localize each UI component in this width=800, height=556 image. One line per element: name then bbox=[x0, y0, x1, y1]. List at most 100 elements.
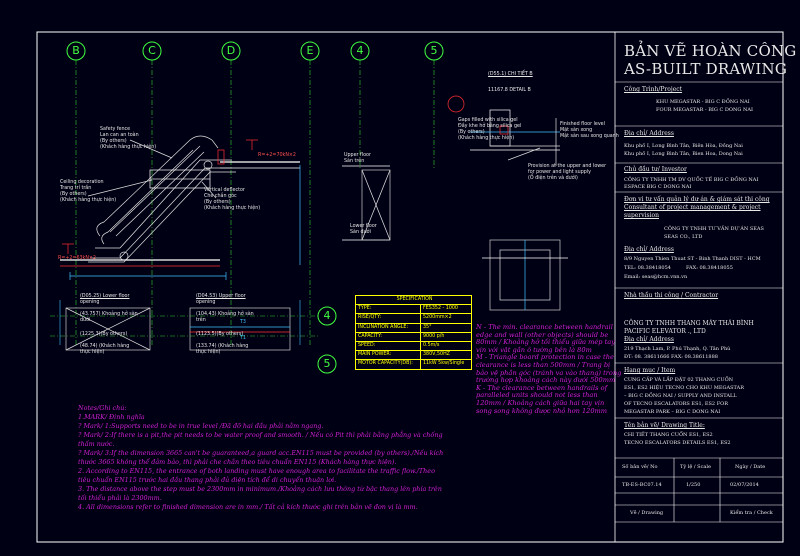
contractor-address-heading: Địa chỉ/ Address bbox=[624, 336, 674, 343]
label-t1: T1 bbox=[240, 336, 246, 341]
spec-row: MOTOR CAPACITY(DB):11kW 5kw/Single bbox=[356, 360, 471, 369]
notes-line: thấm nước. bbox=[78, 440, 115, 448]
grid-label-b: B bbox=[72, 44, 80, 57]
notes-line: tiêu chuẩn EN115 trước hai đầu thang phả… bbox=[78, 476, 337, 484]
contractor-line-1: CÔNG TY TNHH THANG MÁY THÁI BÌNH bbox=[624, 320, 754, 327]
title-block-lines bbox=[615, 81, 783, 523]
label-ceiling-decoration: Ceiling decoration bbox=[60, 180, 104, 185]
label-vertical-deflector-vi: Che chắn góc bbox=[204, 194, 237, 199]
title-vi: BẢN VẼ HOÀN CÔNG bbox=[624, 42, 797, 60]
label-lower-o2: (1225.3)(By others) bbox=[80, 332, 128, 337]
clearance-note-line: clearance is less than 500mm / Trang bị bbox=[476, 360, 611, 369]
spec-value: 35° bbox=[423, 324, 432, 330]
contractor-heading: Nhà thầu thi công / Contractor bbox=[624, 292, 719, 299]
escalator-elevation bbox=[60, 135, 301, 280]
label-ceiling-decoration-vi: Trang trí trần bbox=[60, 186, 92, 191]
plan-upper-opening bbox=[189, 307, 291, 351]
spec-value: 5200mm×2 bbox=[423, 315, 452, 321]
item-line-2: ES1, ES2 HIỆU TECNO CHO KHU MEGASTAR bbox=[624, 385, 744, 391]
label-floor-level: Finished floor level bbox=[560, 122, 605, 127]
plan-lower-opening bbox=[65, 307, 151, 351]
checked-by-label: Kiểm tra / Check bbox=[730, 510, 773, 516]
label-provision: Provision at the upper and lower bbox=[528, 164, 607, 169]
clearance-note-line: song song không được nhỏ hơn 120mm bbox=[476, 406, 608, 415]
drawing-no-value: TB-ES-BC07.14 bbox=[622, 482, 662, 488]
label-floor-level-vi: Mặt sàn xong bbox=[560, 128, 593, 133]
drawing-no-header: Số bản vẽ/ No bbox=[622, 464, 658, 470]
label-by-others-vi-2: (Khách hàng thực hiện) bbox=[60, 198, 117, 203]
label-upper-opening-2: opening bbox=[196, 300, 216, 305]
spec-key: RISE/QTY: bbox=[356, 314, 421, 323]
grid-label-row-5: 5 bbox=[323, 357, 331, 370]
item-line-5: MEGASTAR PARK – BIG C DONG NAI bbox=[624, 409, 721, 415]
clearance-note-line: M - Triangle board protection in case th… bbox=[476, 353, 614, 362]
title-block-frame bbox=[614, 31, 784, 543]
consultant-address: 8/9 Nguyen Thien Thuat ST - Binh Thanh D… bbox=[624, 256, 761, 262]
date-header: Ngày / Date bbox=[735, 464, 766, 470]
consultant-line-2: SEAS CO., LTD bbox=[664, 234, 703, 240]
label-lower-floor: Lower floor bbox=[350, 224, 377, 229]
grid-label-5: 5 bbox=[430, 44, 438, 57]
notes-line: ? Mark/ 1:Supports need to be in true le… bbox=[78, 422, 324, 430]
label-t3: T3 bbox=[240, 320, 246, 325]
item-line-4: OF TECNO ESCALATORS ES1, ES2 FOR bbox=[624, 401, 729, 407]
spec-value: 380V,50HZ bbox=[423, 352, 450, 358]
consultant-address-heading: Địa chỉ/ Address bbox=[624, 246, 674, 253]
label-lower-floor-vi: Sàn dưới bbox=[350, 230, 371, 235]
label-upper-o3: (133.74) (Khách hàng bbox=[196, 344, 249, 349]
spec-row: SPEED:0.5m/s bbox=[356, 341, 471, 352]
clearance-note-line: edge and wall (other objects) should be bbox=[476, 330, 609, 339]
label-pit-bottom: Mặt sàn sau xong quanh bbox=[560, 134, 619, 139]
spec-value: 11kW 5kw/Single bbox=[423, 361, 465, 367]
label-upper-floor: Upper floor bbox=[344, 153, 371, 158]
consultant-line-1: CÔNG TY TNHH TƯ VẤN DỰ ÁN SEAS bbox=[664, 226, 764, 232]
clearance-note-line: 80mm / Khoảng hở tối thiểu giữa mép tay bbox=[476, 338, 615, 347]
investor-line-1: CÔNG TY TNHH TM DV QUỐC TẾ BIG C ĐỒNG NA… bbox=[624, 177, 759, 183]
notes-heading: Notes/Ghi chú: bbox=[78, 404, 127, 412]
label-upper-o1: (104.43) Khoảng hở sàn bbox=[196, 312, 254, 317]
spec-row: MAIN POWER:380V,50HZ bbox=[356, 351, 471, 361]
label-detail-b: 11167.8 DETAIL B bbox=[488, 88, 531, 93]
label-by-others-2: (By others) bbox=[60, 192, 87, 197]
consultant-heading-1: Đơn vị tư vấn quản lý dự án & giám sát t… bbox=[624, 196, 770, 203]
consultant-fax: FAX: 08.38418055 bbox=[686, 265, 733, 271]
spec-row: INCLINATION ANGLE:35° bbox=[356, 323, 471, 333]
label-level-top: R=+2=70kN×2 bbox=[258, 153, 296, 158]
title-en: AS-BUILT DRAWING bbox=[624, 60, 788, 78]
item-heading: Hạng mục / Item bbox=[624, 367, 676, 374]
consultant-tel: TEL: 08.38418054 bbox=[624, 265, 671, 271]
clearance-note-line: K - The clearance between handrails of bbox=[476, 383, 608, 392]
label-upper-o2: (1123.5)(By others) bbox=[196, 332, 244, 337]
address-line-2: Khu phố I, Long Bình Tân, Bien Hoa, Dong… bbox=[624, 151, 743, 157]
label-lower-opening-2: opening bbox=[80, 300, 100, 305]
section-floors bbox=[342, 165, 568, 311]
spec-key: MAIN POWER: bbox=[356, 351, 421, 360]
spec-key: SPEED: bbox=[356, 341, 421, 351]
consultant-email: Email: seas@hcm.vnn.vn bbox=[624, 274, 688, 280]
address-heading: Địa chỉ/ Address bbox=[624, 130, 674, 137]
notes-line: tối thiểu phải là 2300mm. bbox=[78, 494, 162, 502]
detail-b bbox=[447, 95, 560, 166]
label-upper-floor-vi: Sàn trên bbox=[344, 159, 365, 164]
spec-header: SPECIFICATION bbox=[356, 296, 471, 306]
contractor-tel: ĐT: 08. 38611666 FAX: 08.38611888 bbox=[624, 354, 718, 360]
consultant-heading-3: supervision bbox=[624, 212, 659, 219]
label-by-others-vi-4: (Khách hàng thực hiện) bbox=[458, 136, 515, 141]
label-upper-opening: (D04.53) Upper floor bbox=[196, 294, 246, 299]
project-line-2: FOUR MEGASTAR - BIG C DONG NAI bbox=[656, 107, 753, 113]
label-gaps-filled-vi: Đầy khe hở bằng silica gel bbox=[458, 124, 522, 129]
consultant-heading-2: Consultant of project management & proje… bbox=[624, 204, 761, 211]
label-safety-fence: Safety fence bbox=[100, 127, 131, 132]
investor-heading: Chủ đầu tư/ Investor bbox=[624, 166, 687, 173]
label-by-others-1: (By others) bbox=[100, 139, 127, 144]
drawing-title-heading: Tên bản vẽ/ Drawing Title: bbox=[624, 422, 705, 429]
spec-row: CAPACITY:9000 p/h bbox=[356, 332, 471, 342]
clearance-note-line: trường hợp khoảng cách này dưới 500mm bbox=[476, 376, 616, 385]
label-gaps-filled: Gaps filled with silica gel bbox=[458, 118, 518, 123]
address-line-1: Khu phố I, Long Bình Tân, Biên Hòa, Đồng… bbox=[624, 143, 743, 149]
clearance-note-line: N - The min. clearance between handrail bbox=[476, 323, 613, 331]
investor-line-2: ESPACE BIG C DONG NAI bbox=[624, 184, 692, 190]
label-by-others-3: (By others) bbox=[204, 200, 231, 205]
label-upper-o3b: thực hiện) bbox=[196, 350, 221, 355]
